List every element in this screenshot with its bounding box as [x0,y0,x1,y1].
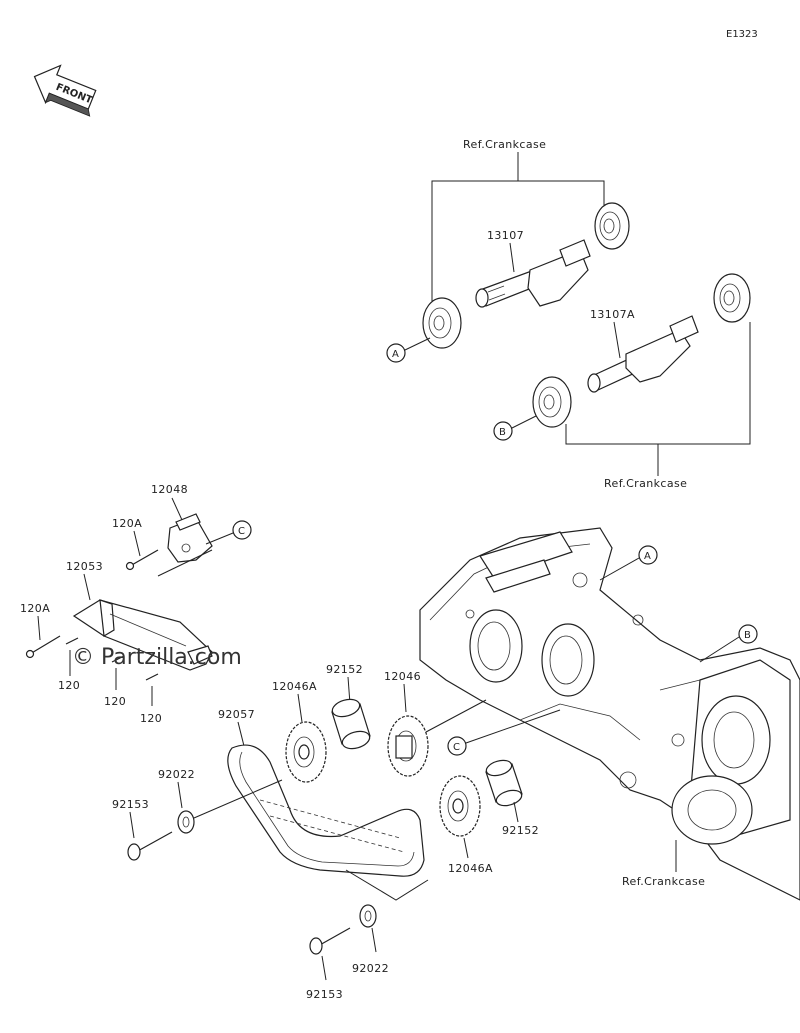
spacer-92152-top [331,698,371,750]
ref-crankcase-mid: Ref.Crankcase [604,477,687,490]
svg-text:C: C [238,526,245,537]
ref-crankcase-bottom: Ref.Crankcase [622,875,705,888]
bearing-right [713,273,751,323]
part-120-c: 120 [140,712,162,725]
callout-b-case: B [738,624,758,644]
bolt-120-a [65,637,79,645]
chain-guide-12053 [72,599,213,671]
bolt-92153-bottom [309,927,351,955]
bolt-120a-left [25,635,61,659]
bearing-b [532,376,572,428]
part-12046a-top: 12046A [272,680,317,693]
part-92152-top: 92152 [326,663,363,676]
bearing-top-right [594,202,630,250]
part-92022-left: 92022 [158,768,195,781]
part-92057: 92057 [218,708,255,721]
part-13107a: 13107A [590,308,635,321]
diagram-code: E1323 [726,29,758,40]
part-120a-left: 120A [20,602,50,615]
washer-92022-left [177,810,195,834]
washer-92022-bottom [359,904,377,928]
svg-text:A: A [644,551,651,562]
part-92022-bottom: 92022 [352,962,389,975]
callout-b-top: B [493,421,513,441]
callout-a-case: A [638,545,658,565]
callout-c-case: C [447,736,467,756]
part-12053: 12053 [66,560,103,573]
front-arrow-icon: FRONT [33,64,97,117]
callout-a-top: A [386,343,406,363]
bolt-92153-left [127,831,173,861]
part-120a-top: 120A [112,517,142,530]
part-120-a: 120 [58,679,80,692]
bolt-120-c [145,673,159,681]
bolt-120a-top [125,549,159,571]
bolt-120-b [111,655,125,663]
bearing-a [422,297,462,349]
sprocket-12046 [387,715,429,777]
svg-text:B: B [744,630,751,641]
svg-text:C: C [453,742,460,753]
part-13107: 13107 [487,229,524,242]
tensioner-12048 [167,513,213,563]
svg-text:A: A [392,349,399,360]
sprocket-12046a-top [285,721,327,783]
part-12048: 12048 [151,483,188,496]
balancer-shaft-13107a [587,315,699,393]
part-92153-left: 92153 [112,798,149,811]
spacer-92152-bottom [485,759,523,807]
balancer-shaft-13107 [475,239,591,308]
cam-chain-92057 [227,744,425,877]
crankcase-assembly [419,527,800,901]
part-120-b: 120 [104,695,126,708]
part-92152-bottom: 92152 [502,824,539,837]
ref-crankcase-top: Ref.Crankcase [463,138,546,151]
part-12046: 12046 [384,670,421,683]
sprocket-12046a-bottom [439,775,481,837]
part-12046a-bottom: 12046A [448,862,493,875]
watermark: © Partzilla.com [72,645,242,670]
svg-text:B: B [499,427,506,438]
part-92153-bottom: 92153 [306,988,343,1001]
callout-c-top: C [232,520,252,540]
